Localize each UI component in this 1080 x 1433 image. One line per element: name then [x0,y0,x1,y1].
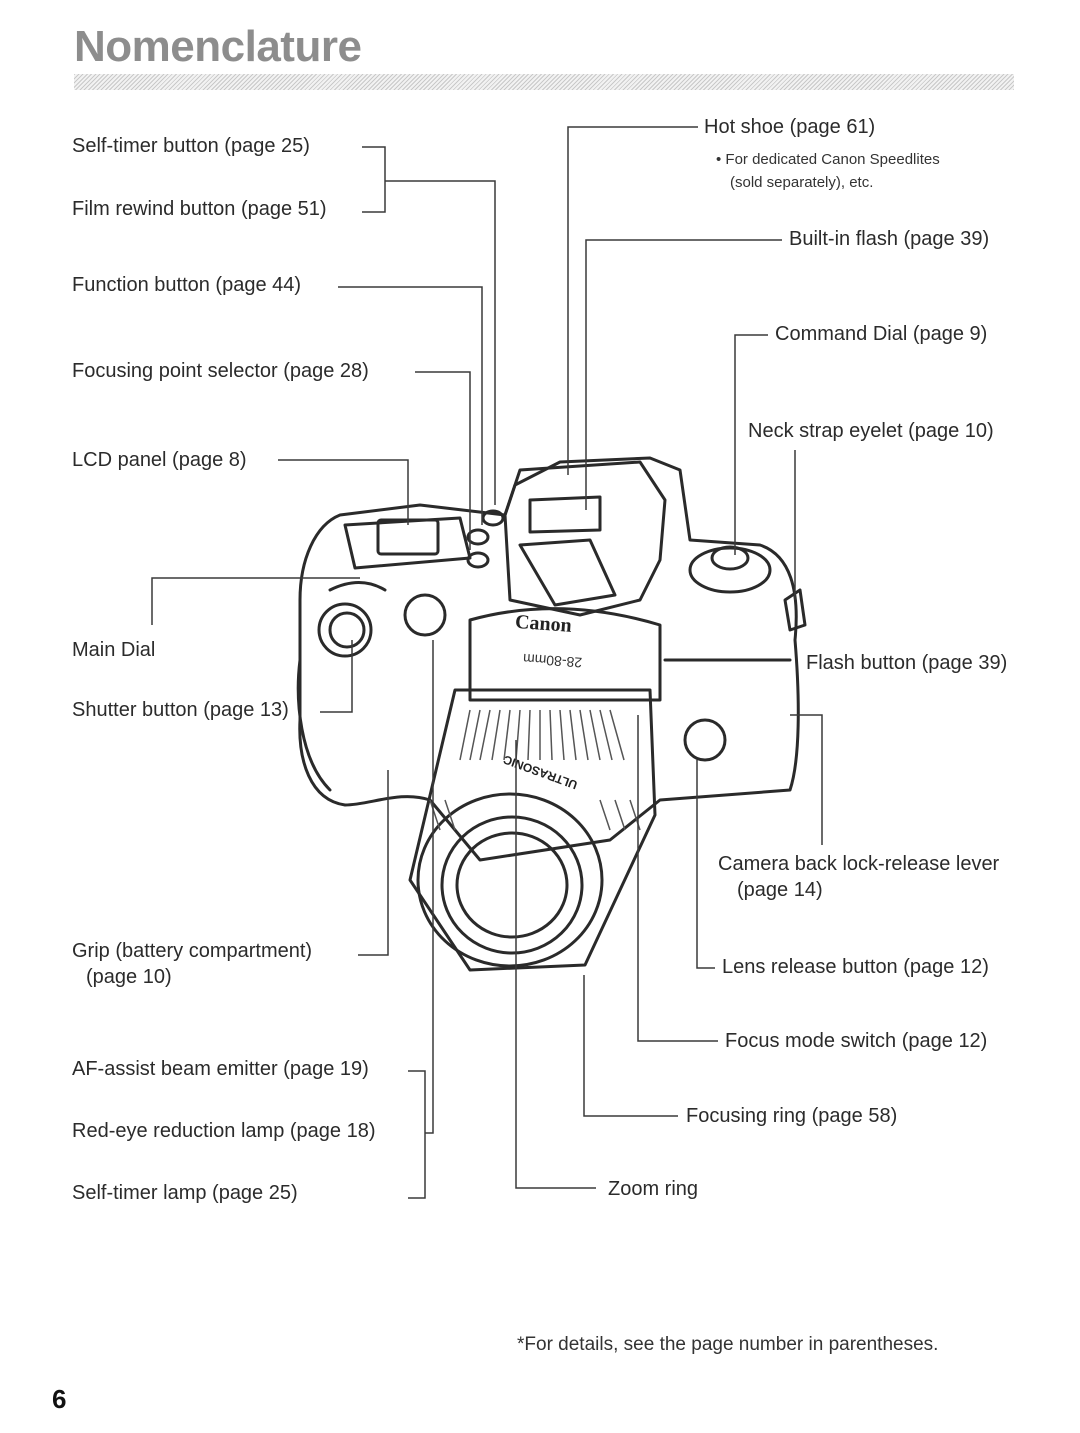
footnote: *For details, see the page number in par… [517,1334,939,1355]
label-lens-release: Lens release button (page 12) [722,956,989,978]
label-function-button: Function button (page 44) [72,274,302,296]
label-command-dial: Command Dial (page 9) [775,323,988,345]
lcd-panel-outline [376,518,440,556]
label-self-timer-button: Self-timer button (page 25) [72,135,310,157]
shutter-surround [317,602,373,658]
mount-panel [468,607,662,702]
label-red-eye-lamp: Red-eye reduction lamp (page 18) [72,1120,376,1142]
label-back-lock-page: (page 14) [737,879,823,901]
lens-release-button-shape [683,718,727,762]
pentaprism [518,538,617,607]
page-number: 6 [52,1384,67,1414]
page-title: Nomenclature [74,22,362,71]
hot-shoe-note-2: (sold separately), etc. [730,174,874,191]
lens-ring-texture [429,709,641,831]
lens-focal-marking: 28-80mm [522,651,582,671]
label-flash-button: Flash button (page 39) [806,652,1008,674]
label-hot-shoe: Hot shoe (page 61) [704,116,876,138]
label-focus-mode-switch: Focus mode switch (page 12) [725,1030,988,1052]
self-timer-button-shape [481,509,505,527]
label-film-rewind-button: Film rewind button (page 51) [72,198,327,220]
label-focusing-ring: Focusing ring (page 58) [686,1105,898,1127]
label-main-dial: Main Dial [72,639,156,661]
top-plate [343,516,472,570]
camera-body [296,456,807,972]
af-assist-lamp-shape [403,593,447,637]
function-button-shape [466,528,490,546]
lens-front-element [440,815,584,955]
label-grip: Grip (battery compartment) [72,940,313,962]
label-shutter-button: Shutter button (page 13) [72,699,289,721]
focusing-point-selector-shape [466,551,490,569]
label-af-assist: AF-assist beam emitter (page 19) [72,1058,369,1080]
hot-shoe-note: • For dedicated Canon Speedlites [716,151,940,168]
label-neck-strap-eyelet: Neck strap eyelet (page 10) [748,420,994,442]
leader-lines [151,126,823,1199]
main-dial-shape [328,581,387,592]
shutter-button-shape [328,611,366,649]
label-built-in-flash: Built-in flash (page 39) [789,228,990,250]
prism-housing [503,460,667,617]
lens-barrel [408,688,657,972]
title-underline-pattern [74,74,1014,90]
label-self-timer-lamp: Self-timer lamp (page 25) [72,1182,298,1204]
lens-front-ring [416,792,604,968]
label-focusing-point-selector: Focusing point selector (page 28) [72,360,369,382]
label-back-lock-release: Camera back lock-release lever [718,853,1000,875]
label-grip-page: (page 10) [86,966,172,988]
brand-logo: Canon [514,611,572,637]
label-lcd-panel: LCD panel (page 8) [72,449,247,471]
label-zoom-ring: Zoom ring [608,1178,699,1200]
hot-shoe-window [528,495,602,534]
